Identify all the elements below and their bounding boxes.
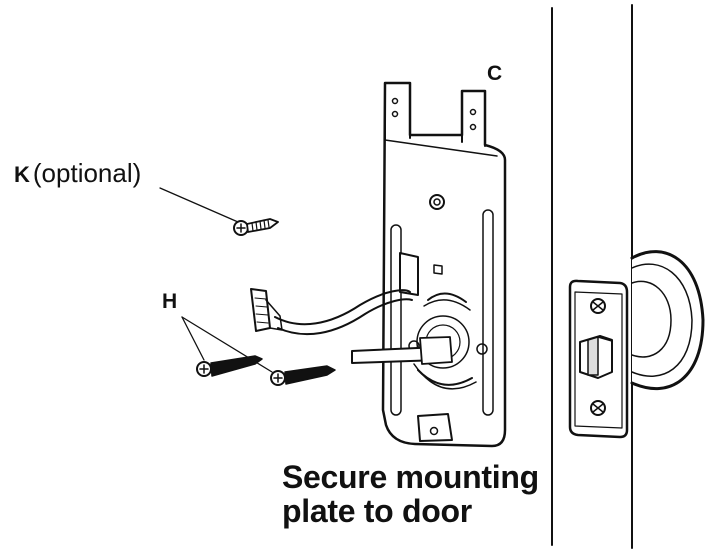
label-c: C xyxy=(487,62,503,85)
screw-h xyxy=(196,355,263,377)
caption-line-2: plate to door xyxy=(282,493,472,529)
label-k: K(optional) xyxy=(14,160,141,186)
mounting-plate xyxy=(351,81,507,448)
door xyxy=(551,4,633,549)
leader-h xyxy=(181,316,273,373)
label-h: H xyxy=(162,290,178,313)
instruction-caption: Secure mounting plate to door xyxy=(282,460,539,528)
door-knob xyxy=(630,250,705,390)
leader-k xyxy=(159,187,239,223)
label-k-letter: K xyxy=(14,162,30,187)
label-k-note: (optional) xyxy=(32,158,142,188)
latch-plate xyxy=(568,279,629,439)
caption-line-1: Secure mounting xyxy=(282,459,539,495)
screw-h xyxy=(270,365,336,386)
latch-bolt xyxy=(579,335,613,379)
screw-k xyxy=(233,218,279,236)
ribbon-cable xyxy=(250,288,413,336)
